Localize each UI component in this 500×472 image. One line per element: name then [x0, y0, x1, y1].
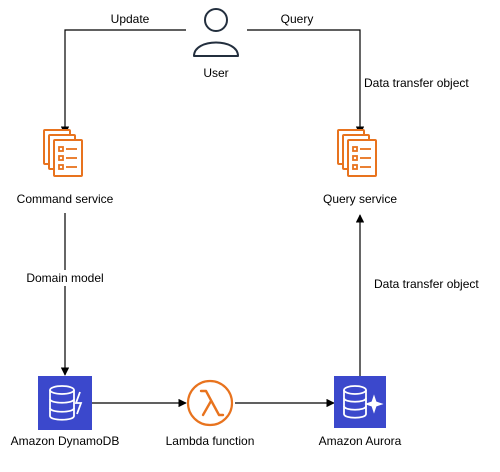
document-stack-icon	[337, 129, 377, 177]
lambda-label: Lambda function	[165, 434, 255, 448]
connectors	[60, 29, 365, 408]
edge-label-query: Query	[278, 12, 316, 26]
document-stack-icon	[43, 129, 83, 177]
edge-user-to-query	[247, 29, 365, 135]
user-label: User	[203, 66, 229, 80]
edge-label-dto-bottom: Data transfer object	[374, 277, 479, 291]
query-service-label: Query service	[322, 192, 398, 206]
dynamodb-icon	[38, 376, 92, 430]
lambda-icon	[186, 379, 234, 427]
aurora-icon	[334, 376, 386, 428]
edge-label-dto-top: Data transfer object	[364, 76, 469, 90]
edge-label-domain-model: Domain model	[24, 270, 106, 286]
aurora-label: Amazon Aurora	[318, 434, 402, 448]
command-service-label: Command service	[16, 192, 114, 206]
edge-label-update: Update	[108, 12, 152, 26]
user-icon	[193, 8, 239, 57]
dynamodb-label: Amazon DynamoDB	[10, 434, 120, 448]
edge-user-to-command	[60, 29, 186, 135]
